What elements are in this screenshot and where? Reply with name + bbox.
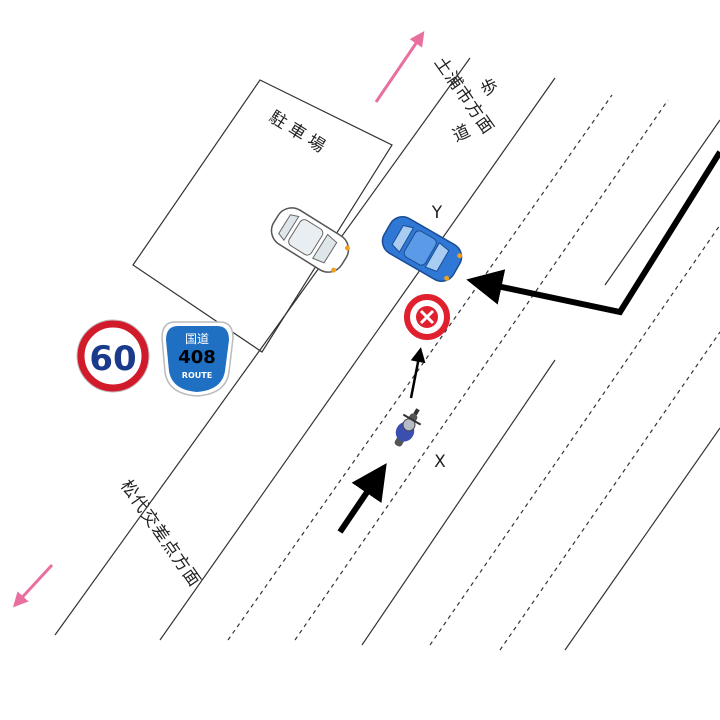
blue-car xyxy=(381,216,463,282)
left-boundary-line xyxy=(54,57,471,636)
motorcycle-path-arrow xyxy=(337,463,387,534)
circle-x-icon xyxy=(404,294,450,340)
direction-bottom: 松代交差点方面 xyxy=(12,476,205,608)
median-line-lower xyxy=(361,359,556,646)
parking-label: 駐 車 場 xyxy=(265,107,328,157)
right-boundary-line xyxy=(564,427,720,651)
point-x-label: X xyxy=(434,452,446,472)
motorcycle xyxy=(394,408,422,447)
sidewalk-label-1: 歩 xyxy=(478,75,502,100)
lane-dash-3 xyxy=(429,224,720,646)
white-car xyxy=(270,207,350,273)
sidewalk-curb-line xyxy=(159,77,556,641)
sidewalk-label-2: 道 xyxy=(450,121,474,146)
median-line-upper xyxy=(604,119,720,286)
road-lines xyxy=(54,57,720,651)
blue-car-path-arrow xyxy=(466,150,720,316)
lane-dash-2 xyxy=(294,99,669,641)
point-y-label: Y xyxy=(431,203,443,223)
speed-limit-sign-icon: 60 xyxy=(76,319,150,393)
parking-lot xyxy=(132,79,393,353)
direction-bottom-label: 松代交差点方面 xyxy=(116,476,205,591)
direction-bottom-arrow xyxy=(12,563,54,608)
lane-dash-1 xyxy=(227,94,613,641)
lane-dash-4 xyxy=(499,331,720,651)
motorcycle-path-arrow-short xyxy=(409,347,426,399)
direction-top-arrow xyxy=(374,31,425,103)
route-number: 408 xyxy=(178,347,216,368)
route-header: 国道 xyxy=(185,332,209,346)
route-footer: ROUTE xyxy=(182,371,212,380)
speed-limit-value: 60 xyxy=(89,339,136,379)
route-shield-icon: 国道 408 ROUTE xyxy=(161,321,234,397)
